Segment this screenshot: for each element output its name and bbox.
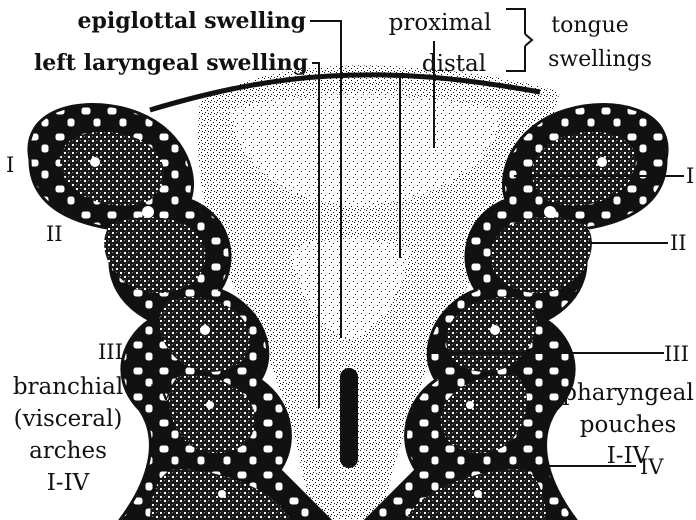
left-arch-III-label: III [98,340,123,364]
left-arch-II-label: II [46,222,63,246]
left-laryngeal-swelling-label: left laryngeal swelling [34,50,308,76]
right-pouch-III-label: III [664,342,689,366]
branchial-label: branchial [13,374,123,400]
proximal-label: proximal [389,10,492,36]
arches-label: arches [29,438,107,464]
swellings-label: swellings [548,47,652,72]
epiglottal-swelling-label: epiglottal swelling [77,8,306,34]
right-pouch-II-label: II [670,231,687,255]
visceral-label: (visceral) [14,406,123,432]
right-pouch-I-label: I [686,164,694,188]
pouches-label: pouches [580,412,677,438]
left-arch-IV-label: IV [150,381,174,405]
tongue-label: tongue [551,13,629,38]
left-arch-I-label: I [6,153,14,177]
pharyngeal-label: pharyngeal [562,380,693,406]
laryngeal-slit [340,368,358,468]
tongue-bracket [506,9,532,71]
distal-label: distal [422,51,486,77]
arches-range-label: I-IV [47,470,90,496]
pouches-range-label: I-IV [607,443,650,469]
